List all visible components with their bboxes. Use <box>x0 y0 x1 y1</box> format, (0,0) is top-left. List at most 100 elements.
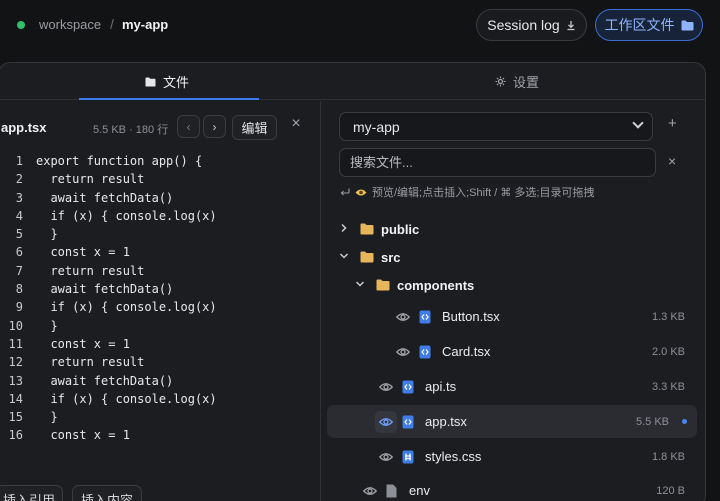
tree-file[interactable]: Button.tsx 1.3 KB <box>327 300 697 333</box>
insert-reference-button[interactable]: 插入引用 <box>0 485 63 501</box>
line-number: 5 <box>15 227 23 242</box>
insert-content-button[interactable]: 插入内容 <box>72 485 142 501</box>
add-button[interactable]: + <box>668 115 677 132</box>
code-line: 3 await fetchData() <box>0 189 321 207</box>
folder-icon <box>360 251 374 266</box>
line-code: await fetchData() <box>36 190 174 205</box>
code-line: 4 if (x) { console.log(x) <box>0 207 321 225</box>
eye-icon <box>355 189 367 195</box>
preview-eye-icon[interactable] <box>359 480 381 501</box>
folder-icon <box>376 279 390 294</box>
breadcrumb-current: my-app <box>122 17 169 32</box>
session-log-button[interactable]: Session log <box>476 9 587 41</box>
preview-eye-icon[interactable] <box>375 446 397 468</box>
code-line: 2 return result <box>0 170 321 188</box>
preview-eye-icon[interactable] <box>375 376 397 398</box>
line-code: if (x) { console.log(x) <box>36 208 217 223</box>
line-code: const x = 1 <box>36 428 130 443</box>
line-code: await fetchData() <box>36 373 174 388</box>
next-file-button[interactable]: › <box>203 115 226 138</box>
preview-eye-icon[interactable] <box>375 410 397 433</box>
gear-icon <box>495 76 506 87</box>
code-file-icon <box>419 310 431 327</box>
clear-search-button[interactable]: × <box>668 153 677 169</box>
code-line: 5 } <box>0 225 321 243</box>
status-dot <box>17 21 25 29</box>
tree-item-name: env <box>409 483 430 498</box>
file-size: 2.0 KB <box>651 345 685 358</box>
code-line: 12 return result <box>0 353 321 371</box>
code-line: 11 const x = 1 <box>0 335 321 353</box>
tree-item-name: styles.css <box>425 449 482 464</box>
code-line: 16 const x = 1 <box>0 426 321 444</box>
project-select[interactable]: my-app <box>339 112 653 141</box>
code-line: 6 const x = 1 <box>0 243 321 261</box>
project-select-value: my-app <box>353 118 400 135</box>
line-code: return result <box>36 355 145 370</box>
tab-settings-label: 设置 <box>513 75 540 90</box>
line-code: } <box>36 318 58 333</box>
chevron-right-icon: › <box>212 119 217 134</box>
close-file-button[interactable]: × <box>288 115 304 137</box>
folder-icon <box>360 223 374 238</box>
line-number: 10 <box>8 318 23 333</box>
code-file-icon <box>402 380 414 397</box>
workspace-files-button[interactable]: 工作区文件 <box>595 9 703 41</box>
line-code: } <box>36 410 58 425</box>
line-code: if (x) { console.log(x) <box>36 391 217 406</box>
line-code: const x = 1 <box>36 245 130 260</box>
line-number: 12 <box>8 355 23 370</box>
chevron-down-icon[interactable] <box>337 251 351 264</box>
chevron-down-icon <box>632 117 644 129</box>
tab-files-label: 文件 <box>163 75 190 90</box>
chevron-left-icon: ‹ <box>186 119 191 134</box>
line-code: const x = 1 <box>36 336 130 351</box>
chevron-down-icon[interactable] <box>353 279 367 292</box>
code-file-icon <box>419 345 431 362</box>
file-explorer: my-app + × 预览/编辑;点击插入;Shift / ⌘ 多选;目录可拖拽… <box>322 101 705 501</box>
folder-icon <box>681 20 693 30</box>
file-search-input[interactable] <box>339 148 656 177</box>
chevron-right-icon[interactable] <box>337 223 351 236</box>
tree-item-name: public <box>381 222 420 237</box>
folder-icon <box>145 77 156 86</box>
line-number: 15 <box>8 410 23 425</box>
code-line: 10 } <box>0 317 321 335</box>
tree-item-name: api.ts <box>425 379 457 394</box>
file-size: 1.3 KB <box>651 310 685 323</box>
file-size: 3.3 KB <box>651 380 685 393</box>
preview-eye-icon[interactable] <box>392 306 414 328</box>
tab-settings[interactable]: 设置 <box>495 63 539 100</box>
tree-item-name: Button.tsx <box>442 309 500 324</box>
code-line: 9 if (x) { console.log(x) <box>0 298 321 316</box>
explorer-hint: 预览/编辑;点击插入;Shift / ⌘ 多选;目录可拖拽 <box>340 184 594 200</box>
edit-button[interactable]: 编辑 <box>232 115 277 140</box>
line-code: export function app() { <box>36 154 203 168</box>
tree-item-name: app.tsx <box>425 414 467 429</box>
tab-files[interactable]: 文件 <box>145 63 189 100</box>
code-file-icon <box>402 415 414 432</box>
tree-folder[interactable]: public <box>327 213 697 246</box>
preview-eye-icon[interactable] <box>392 341 414 363</box>
line-number: 4 <box>15 208 23 223</box>
code-line: 8 await fetchData() <box>0 280 321 298</box>
breadcrumb-workspace[interactable]: workspace <box>39 17 102 32</box>
tree-item-name: src <box>381 250 401 265</box>
tree-folder[interactable]: components <box>327 269 697 302</box>
line-number: 6 <box>15 245 23 260</box>
tree-folder[interactable]: src <box>327 241 697 274</box>
line-number: 3 <box>15 190 23 205</box>
prev-file-button[interactable]: ‹ <box>177 115 200 138</box>
line-code: return result <box>36 263 145 278</box>
tree-file[interactable]: api.ts 3.3 KB <box>327 370 697 403</box>
explorer-hint-text: 预览/编辑;点击插入;Shift / ⌘ 多选;目录可拖拽 <box>372 187 595 199</box>
line-number: 11 <box>8 336 23 351</box>
active-tab-indicator <box>79 98 259 100</box>
